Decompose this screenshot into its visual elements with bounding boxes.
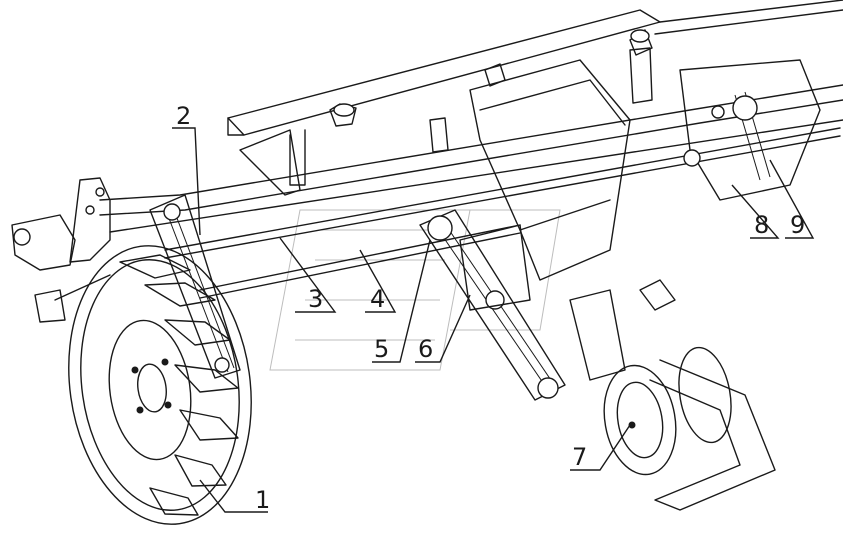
callout-8: 8 xyxy=(754,211,769,239)
drive-wheel xyxy=(68,245,252,525)
callout-1: 1 xyxy=(255,486,270,514)
callout-7: 7 xyxy=(572,443,587,471)
callout-6: 6 xyxy=(418,335,433,363)
watermark xyxy=(269,209,561,371)
callout-5: 5 xyxy=(374,335,389,363)
callout-9: 9 xyxy=(790,211,805,239)
center-chain-drive xyxy=(419,209,566,401)
right-chain-drive xyxy=(679,59,821,201)
hose-nozzles xyxy=(329,29,653,127)
callout-2: 2 xyxy=(176,102,191,130)
hitch-bracket xyxy=(11,177,111,323)
frame-beams xyxy=(99,0,843,299)
callout-3: 3 xyxy=(308,285,323,313)
seed-hopper xyxy=(469,59,631,281)
leader-lines xyxy=(172,127,815,513)
callout-labels: 1 2 3 4 5 6 7 8 9 xyxy=(176,102,805,514)
left-chain-drive xyxy=(149,194,241,379)
callout-4: 4 xyxy=(370,285,385,313)
press-wheel-assembly xyxy=(569,279,776,511)
